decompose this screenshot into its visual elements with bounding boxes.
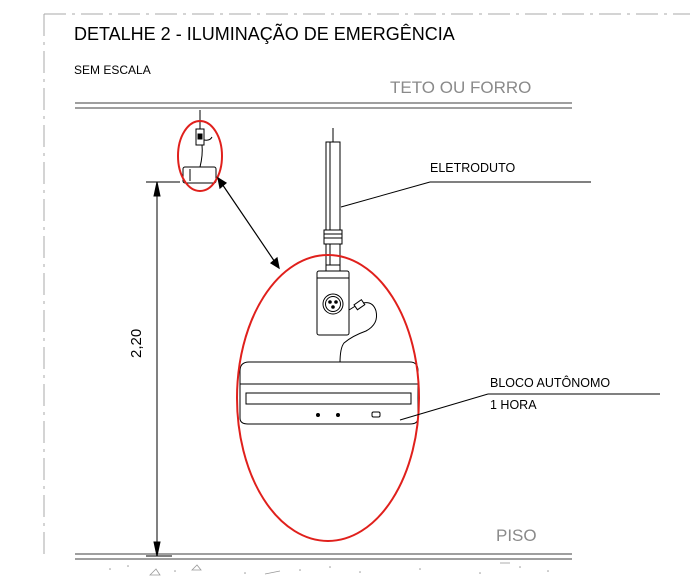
block-label-line1: BLOCO AUTÔNOMO [490,376,611,390]
conduit-label: ELETRODUTO [430,161,516,175]
height-dimension-line [146,181,180,557]
drawing-frame [43,13,690,560]
emergency-light-block [239,361,419,425]
ceiling-label: TETO OU FORRO [390,78,532,97]
height-dimension-value: 2,20 [128,328,145,358]
small-luminaire-highlight [177,120,223,192]
small-luminaire-detail [182,110,217,184]
floor-label: PISO [496,526,537,545]
block-label-line2: 1 HORA [490,398,537,412]
outlet-box [316,270,350,336]
plug-icon [339,298,377,364]
detail-leader-arrow [217,176,280,270]
drawing-title: DETALHE 2 - ILUMINAÇÃO DE EMERGÊNCIA [74,24,455,44]
scale-note: SEM ESCALA [74,63,151,77]
conduit-leader [340,181,591,208]
main-luminaire-highlight [236,254,420,542]
floor-hatch [109,562,549,576]
block-leader [399,393,660,421]
conduit [323,128,343,272]
ceiling-line [75,102,572,109]
